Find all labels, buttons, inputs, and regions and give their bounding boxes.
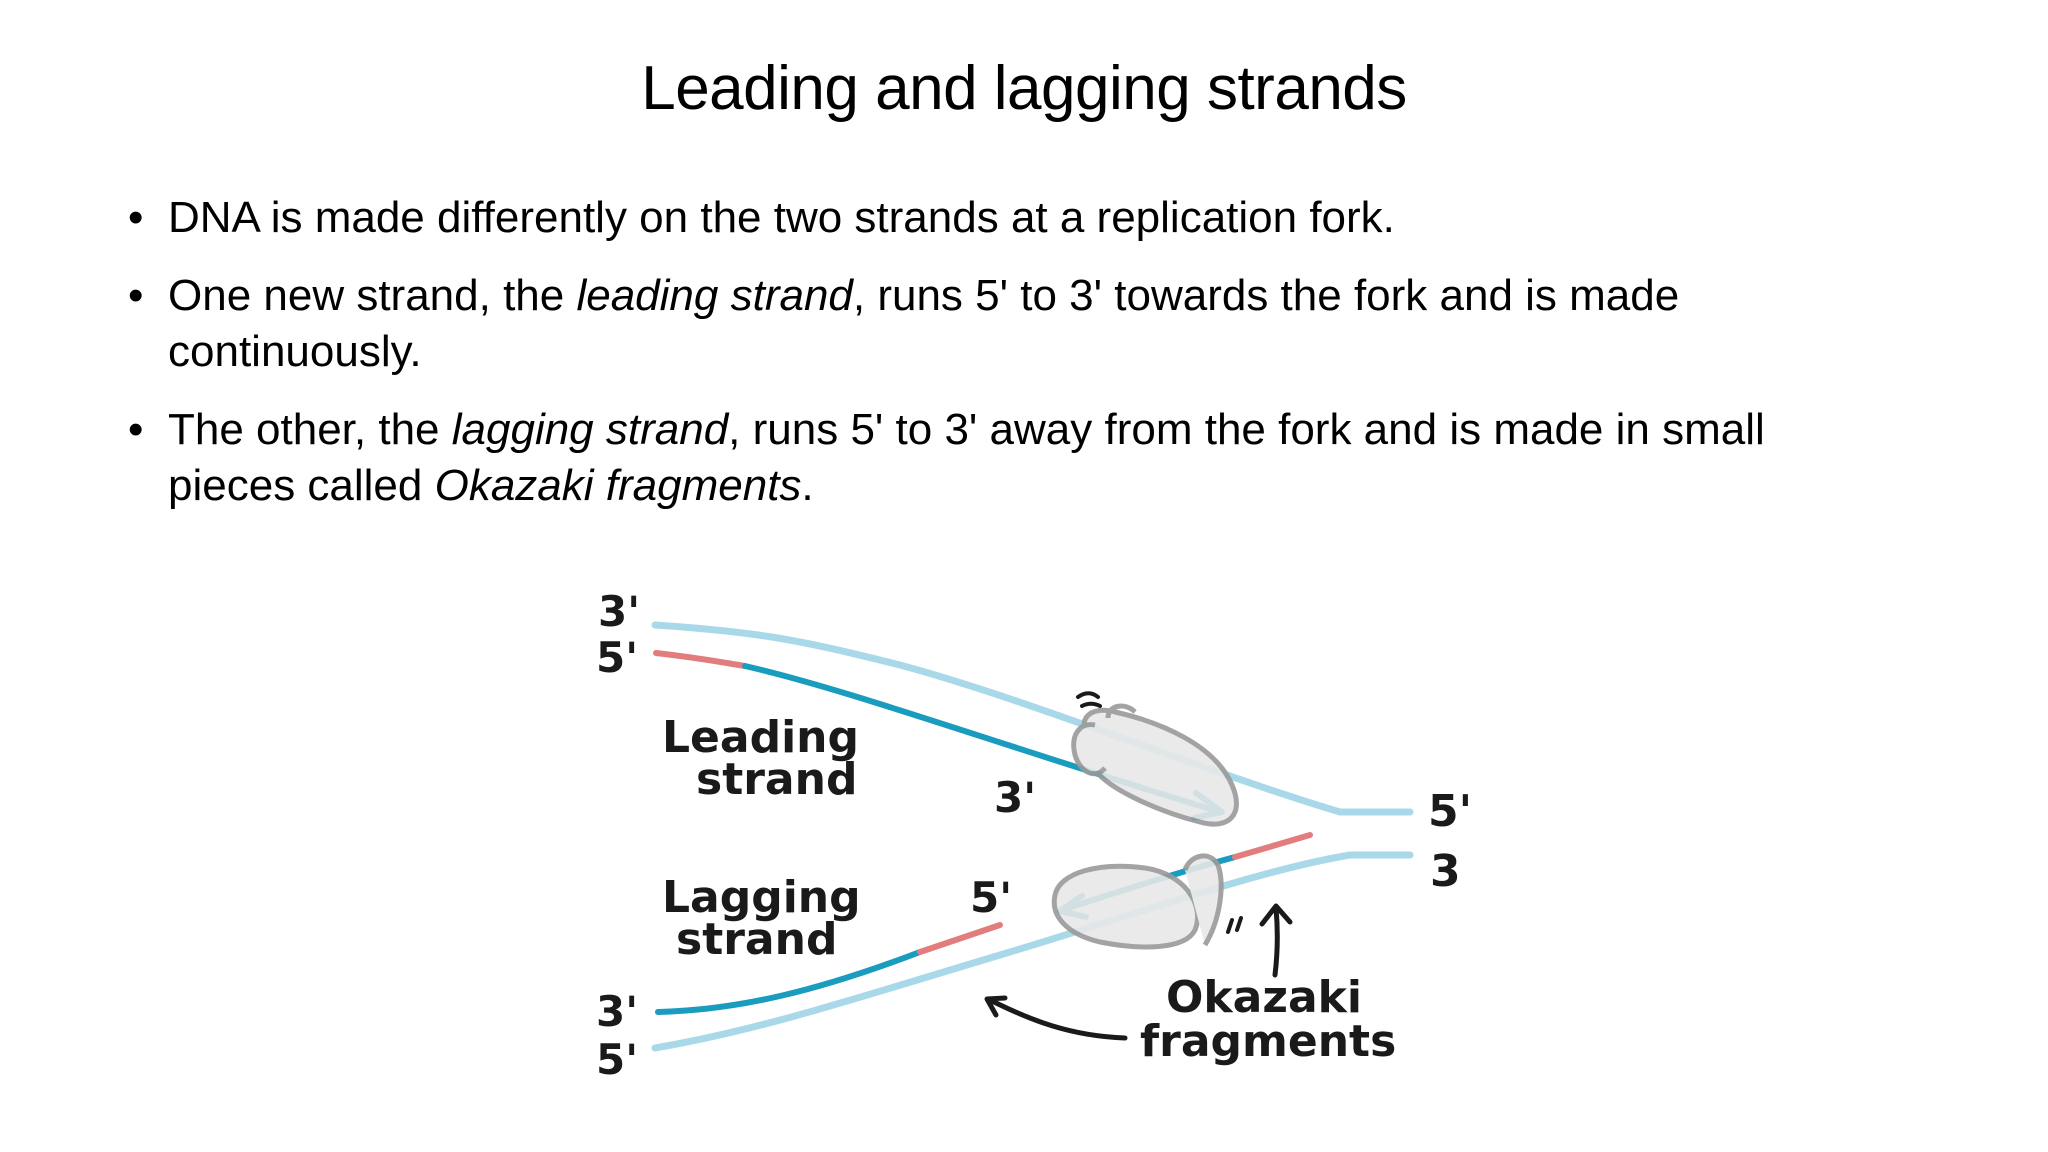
bullet-dot: • — [128, 271, 144, 320]
bullet-text-3-part-5: . — [801, 461, 814, 510]
label-okazaki-line2: fragments — [1140, 1016, 1396, 1067]
label-top-left-3: 3' — [598, 587, 640, 636]
bullet-dot: • — [128, 405, 144, 454]
leading-primer — [653, 650, 748, 669]
polymerase-lagging — [1051, 853, 1224, 950]
label-lagging-line1: Lagging — [662, 872, 861, 923]
label-mid-5: 5' — [970, 873, 1012, 922]
bullet-dot: • — [128, 193, 144, 242]
label-bottom-left-5: 5' — [596, 1035, 638, 1084]
label-mid-3: 3' — [994, 773, 1036, 822]
lagging-new-strand-old — [655, 949, 923, 1015]
bullet-text-3-part-3: , runs 5' to 3' away from the fork and i… — [168, 405, 1765, 510]
okazaki-arrow-up — [1259, 903, 1293, 978]
okazaki-arrow-left — [984, 995, 1128, 1041]
label-right-5: 5' — [1428, 786, 1472, 837]
polymerase-leading — [1071, 703, 1239, 827]
lagging-primer-old — [917, 922, 1003, 955]
bullet-item: • DNA is made differently on the two str… — [128, 190, 1828, 246]
bullet-text-1-part-1: DNA is made differently on the two stran… — [168, 193, 1395, 242]
label-top-left-5: 5' — [596, 633, 638, 682]
bullet-text-2-part-3: , runs 5' to 3' towards the fork and is … — [168, 271, 1680, 376]
label-lagging-line2: strand — [676, 914, 837, 965]
motion-marks-bottom — [1226, 916, 1243, 934]
motion-marks-top — [1076, 691, 1102, 708]
label-okazaki-line1: Okazaki — [1166, 972, 1362, 1023]
bullet-item: • The other, the lagging strand, runs 5'… — [128, 402, 1828, 514]
replication-fork-diagram: 3' 5' Leading strand 3' 5' 3 Lagging str… — [596, 587, 1472, 1084]
bullet-text-3-part-1: The other, the — [168, 405, 452, 454]
slide-title: Leading and lagging strands — [641, 54, 1407, 123]
top-template-strand — [651, 621, 1414, 816]
lagging-primer-new — [1232, 832, 1313, 860]
bullet-item: • One new strand, the leading strand, ru… — [128, 268, 1828, 380]
bullet-text-3-okazaki: Okazaki fragments — [434, 461, 802, 510]
label-leading-line1: Leading — [662, 712, 859, 763]
bullet-text-2-leading-strand: leading strand — [576, 271, 853, 320]
label-right-3: 3 — [1430, 846, 1461, 897]
bullet-list: • DNA is made differently on the two str… — [128, 190, 1828, 536]
label-leading-line2: strand — [696, 754, 857, 805]
bottom-template-strand — [651, 851, 1414, 1052]
bullet-text-3-lagging-strand: lagging strand — [451, 405, 729, 454]
label-bottom-left-3: 3' — [596, 987, 638, 1036]
bullet-text-2-part-1: One new strand, the — [168, 271, 577, 320]
